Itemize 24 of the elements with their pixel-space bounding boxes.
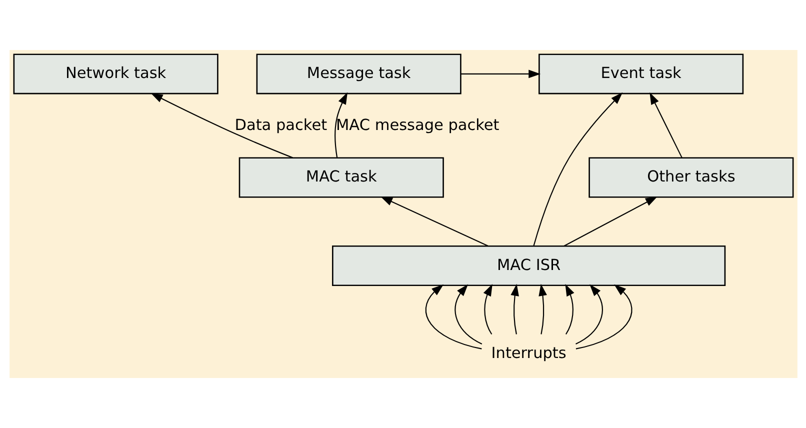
arrow <box>575 284 632 350</box>
edge-label: Data packet <box>234 116 327 134</box>
node-box: Other tasks <box>588 157 794 198</box>
arrow <box>482 284 492 335</box>
node-box: Event task <box>538 54 744 94</box>
node-box: MAC ISR <box>332 246 726 286</box>
node-box: Message task <box>256 54 461 94</box>
node-box: Network task <box>12 54 218 94</box>
node-box: MAC task <box>238 157 444 198</box>
edge-label: MAC message packet <box>336 116 499 134</box>
arrow <box>510 284 518 334</box>
arrow <box>532 92 622 246</box>
arrow <box>538 284 546 334</box>
arrow <box>649 92 682 158</box>
node-text: Interrupts <box>490 344 566 362</box>
arrow <box>380 196 488 246</box>
arrow <box>150 93 292 158</box>
arrow <box>564 284 574 335</box>
arrow <box>424 284 482 350</box>
arrow <box>563 196 657 246</box>
arrow <box>454 284 482 345</box>
arrow <box>575 284 602 345</box>
arrow <box>334 92 348 158</box>
arrow <box>460 70 540 78</box>
